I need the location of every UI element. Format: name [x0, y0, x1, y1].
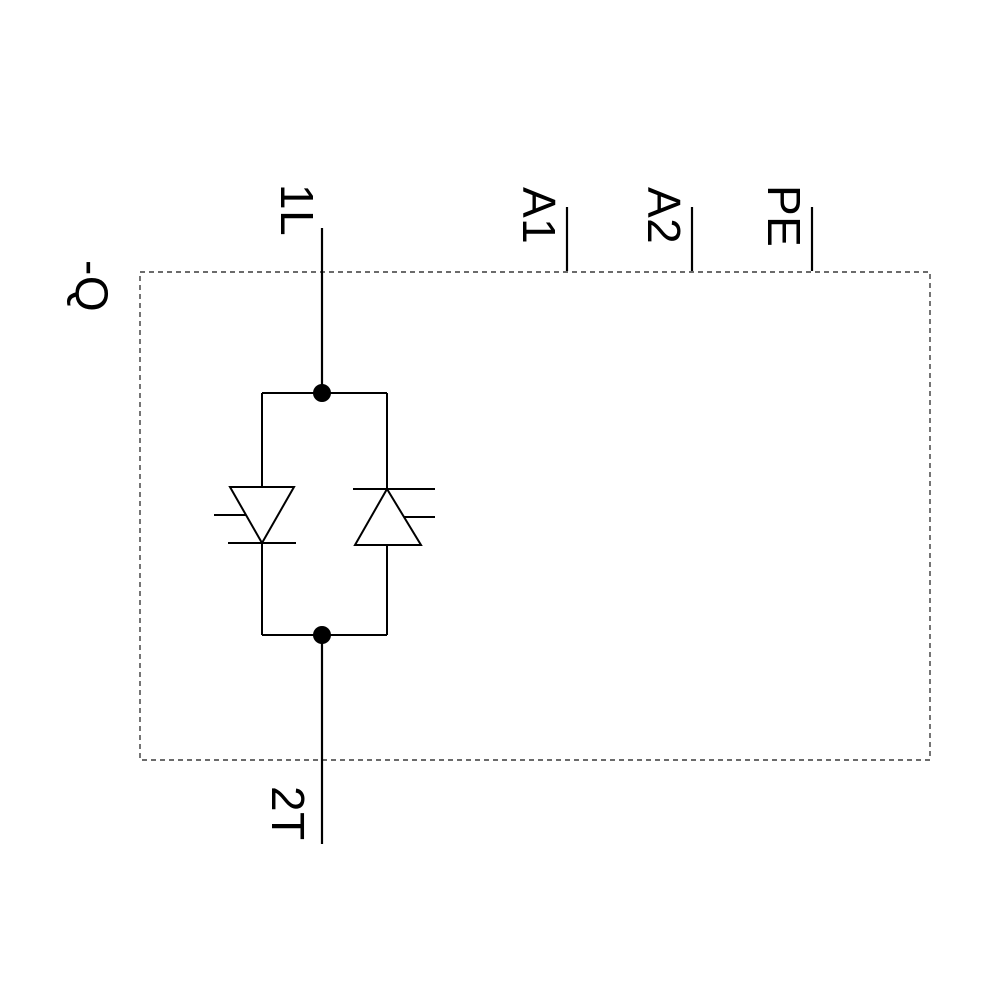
device-enclosure-dashed-box: [139, 271, 931, 761]
component-ref-label: -Q: [66, 260, 118, 312]
terminal-label-a2: A2: [638, 187, 690, 244]
terminal-label-2t: 2T: [262, 786, 314, 841]
terminal-label-1l: 1L: [271, 184, 323, 236]
terminal-label-a1: A1: [513, 187, 565, 244]
thyristor-right-icon: [353, 487, 435, 546]
terminal-label-pe: PE: [758, 185, 810, 247]
connection-node-bottom: [313, 626, 331, 644]
thyristor-left-icon: [214, 486, 296, 546]
connection-node-top: [313, 384, 331, 402]
